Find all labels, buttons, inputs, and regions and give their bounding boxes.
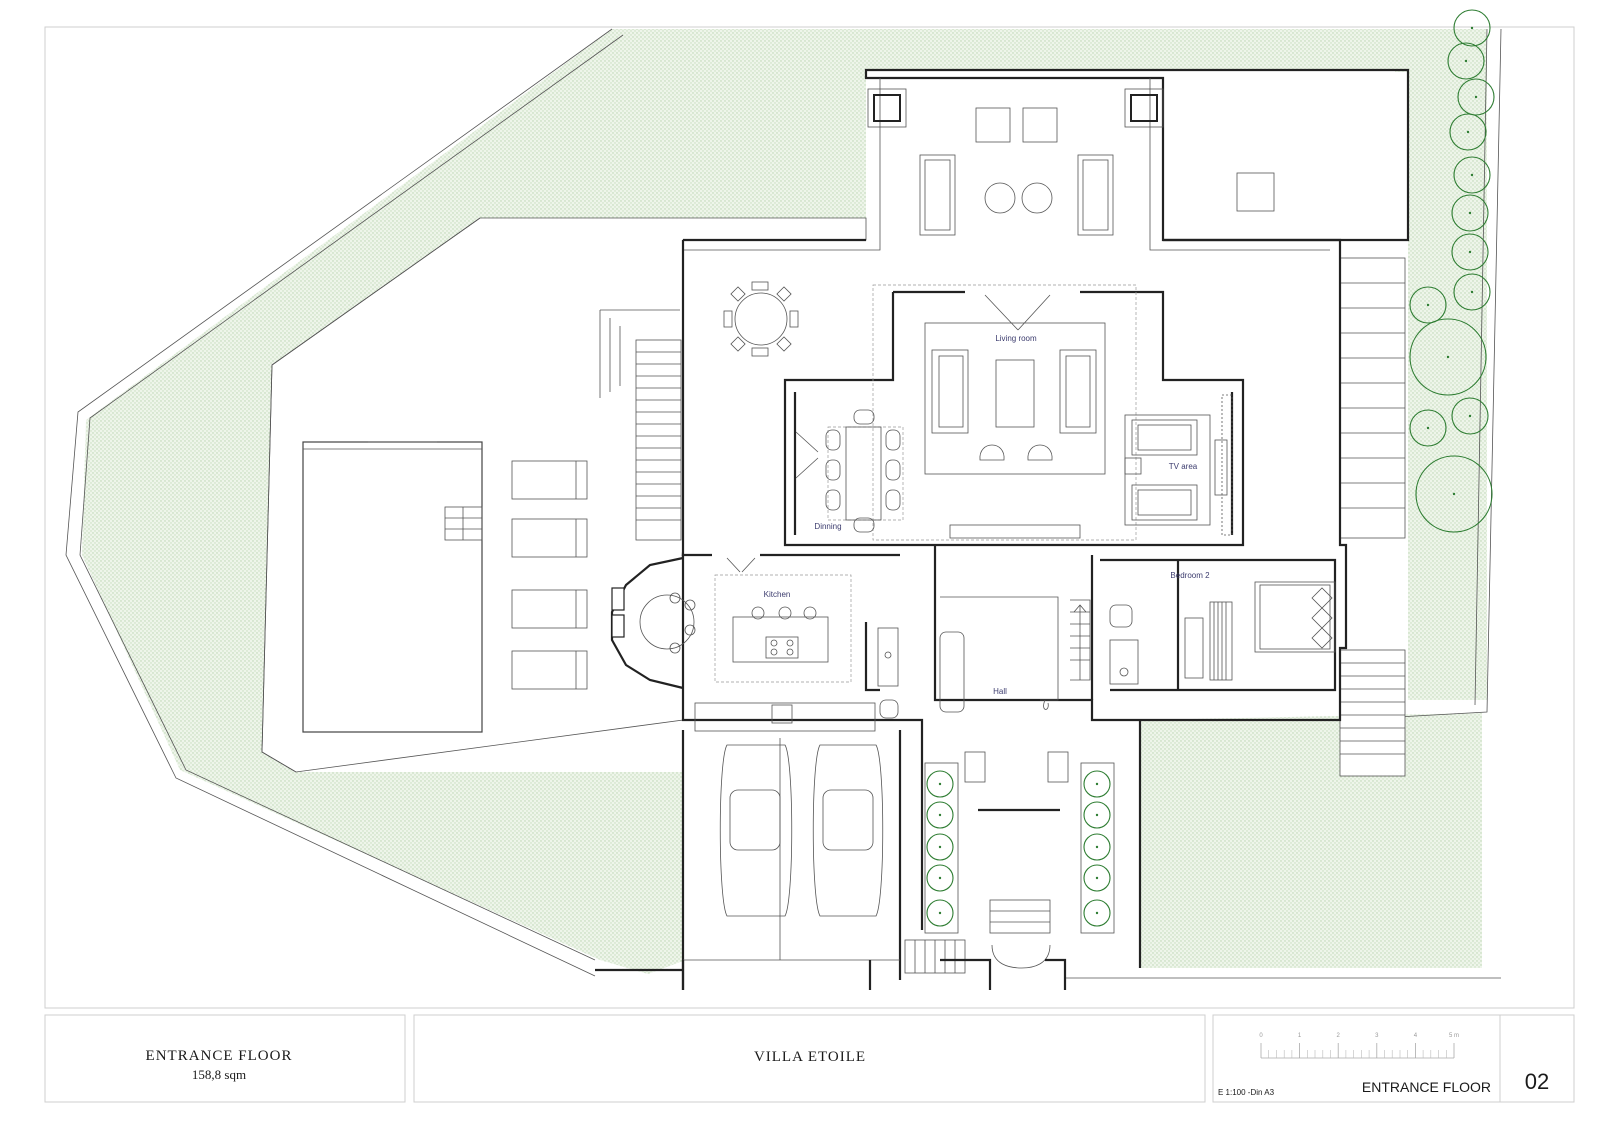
- trees: [926, 9, 1495, 927]
- scale-tick-4: 4: [1414, 1033, 1418, 1039]
- trees-entrance-right: [1083, 770, 1111, 927]
- graphic-scale-bar: 0 1 2 3 4 5 m: [1259, 1033, 1459, 1059]
- scale-note: E 1:100 -Din A3: [1218, 1088, 1275, 1097]
- tv-area: TV area: [1124, 394, 1233, 536]
- garage: [681, 730, 902, 990]
- living-room: Living room: [872, 284, 1137, 541]
- car-right: [812, 744, 884, 917]
- sun-loungers: [511, 460, 588, 690]
- project-name: VILLA ETOILE: [754, 1049, 866, 1065]
- outdoor-dining-table: [723, 281, 799, 357]
- room-label-dinning: Dinning: [814, 522, 841, 531]
- breakfast-nook: [610, 556, 696, 690]
- bedroom-2: Bedroom 2: [1109, 571, 1336, 685]
- lawn-northeast: [1408, 72, 1487, 700]
- room-label-tv-area: TV area: [1169, 462, 1198, 471]
- scale-tick-2: 2: [1337, 1033, 1341, 1039]
- sheet-frame: [44, 26, 1575, 1009]
- title-block: ENTRANCE FLOOR 158,8 sqm VILLA ETOILE: [44, 1014, 1575, 1103]
- room-label-hall: Hall: [993, 687, 1007, 696]
- title-cell-floor: [44, 1014, 406, 1103]
- room-label-living-room: Living room: [995, 334, 1037, 343]
- scale-tick-0: 0: [1259, 1033, 1263, 1039]
- property-boundary: [65, 28, 1502, 979]
- floor-name: ENTRANCE FLOOR: [146, 1048, 293, 1064]
- car-left: [719, 744, 793, 917]
- outdoor-stair-east: [1339, 257, 1406, 777]
- terrace-edge: [261, 217, 481, 773]
- hall: Hall: [939, 596, 1091, 713]
- entrance-court: [595, 720, 1142, 990]
- room-label-bedroom-2: Bedroom 2: [1170, 571, 1210, 580]
- title-cell-number: [1499, 1014, 1575, 1103]
- lawn-southeast: [1140, 713, 1482, 968]
- terrace-armchairs: [919, 107, 1114, 236]
- room-label-kitchen: Kitchen: [764, 590, 791, 599]
- kitchen: Kitchen: [694, 557, 876, 732]
- trees-entrance-left: [926, 770, 954, 927]
- building-walls: [681, 238, 1348, 760]
- dining: Dinning: [795, 409, 904, 533]
- sheet-title: ENTRANCE FLOOR: [1362, 1079, 1491, 1095]
- swimming-pool: [302, 441, 483, 733]
- sheet-number: 02: [1525, 1069, 1549, 1094]
- scale-tick-1: 1: [1298, 1033, 1302, 1039]
- scale-tick-5: 5 m: [1449, 1033, 1459, 1039]
- outdoor-stair-west: [599, 309, 682, 541]
- trees-east-hedge: [1409, 9, 1495, 533]
- wc: [877, 627, 899, 719]
- scale-tick-3: 3: [1375, 1033, 1379, 1039]
- floor-area: 158,8 sqm: [192, 1067, 246, 1082]
- pool-terrace: [261, 217, 867, 773]
- title-cell-project: [413, 1014, 1206, 1103]
